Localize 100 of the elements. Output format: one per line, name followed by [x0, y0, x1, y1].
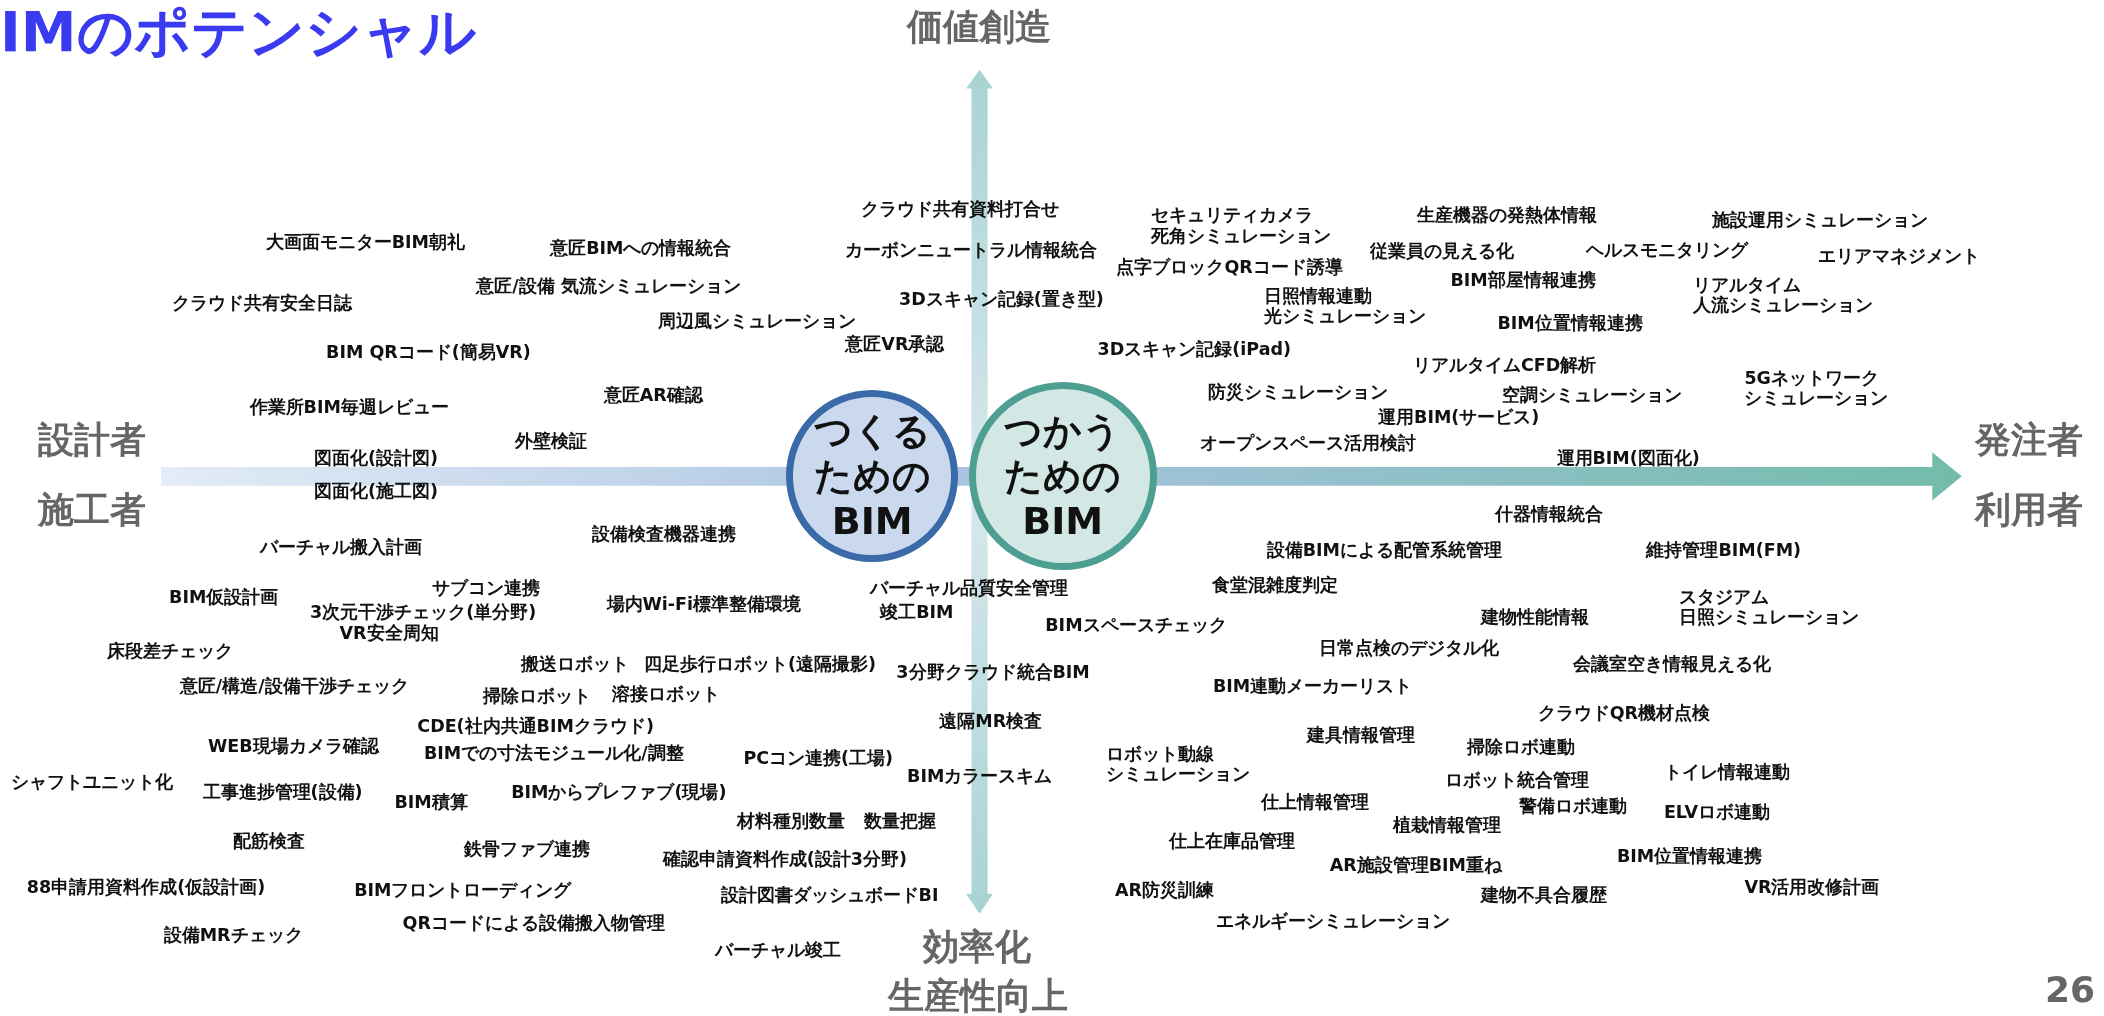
- item-label: BIM連動メーカーリスト: [1213, 675, 1413, 696]
- circle-label: つかうためのBIM: [1004, 409, 1122, 544]
- item-label: 意匠BIMへの情報統合: [550, 238, 732, 259]
- item-label: 場内Wi-Fi標準整備環境: [606, 593, 802, 614]
- item-label: 工事進捗管理(設備): [202, 781, 363, 802]
- item-label: 掃除ロボ連動: [1466, 737, 1575, 758]
- item-label: クラウドQR機材点検: [1537, 702, 1711, 723]
- item-label: オープンスペース活用検討: [1199, 432, 1416, 453]
- item-label: 点字ブロックQRコード誘導: [1116, 256, 1343, 278]
- item-label: VR活用改修計画: [1744, 876, 1880, 897]
- item-label: 食堂混雑度判定: [1211, 574, 1338, 596]
- item-label: 日照情報連動光シミュレーション: [1264, 285, 1426, 327]
- item-label: 数量把握: [864, 811, 937, 832]
- item-label: 仕上在庫品管理: [1168, 831, 1295, 852]
- item-label: 意匠/構造/設備干渉チェック: [179, 675, 409, 696]
- item-label: スタジアム日照シミュレーション: [1678, 586, 1859, 627]
- item-label: 大画面モニターBIM朝礼: [265, 231, 465, 252]
- item-label: リアルタイム人流シミュレーション: [1693, 275, 1874, 316]
- item-label: 5Gネットワークシミュレーション: [1744, 367, 1889, 408]
- item-label: 意匠VR承認: [845, 333, 945, 354]
- axis-label: 発注者: [1975, 419, 2084, 461]
- item-label: 建具情報管理: [1306, 725, 1415, 746]
- item-label: 運用BIM(図面化): [1556, 447, 1700, 468]
- item-label: 設備BIMによる配管系統管理: [1266, 540, 1502, 561]
- item-label: BIMでの寸法モジュール化/調整: [424, 742, 684, 763]
- item-label: 竣工BIM: [880, 601, 954, 622]
- item-label: バーチャル搬入計画: [260, 537, 423, 558]
- item-label: エリアマネジメント: [1818, 246, 1981, 267]
- item-label: PCコン連携(工場): [743, 748, 894, 769]
- item-label: AR施設管理BIM重ね: [1329, 855, 1503, 876]
- item-label: BIM部屋情報連携: [1450, 270, 1596, 291]
- item-label: 確認申請資料作成(設計3分野): [662, 848, 908, 869]
- item-label: 88申請用資料作成(仮設計画): [26, 876, 266, 897]
- item-label: ELVロボ連動: [1663, 801, 1771, 822]
- page-number: 26: [2044, 969, 2096, 1011]
- item-label: 床段差チェック: [107, 640, 234, 661]
- item-label: 施設運用シミュレーション: [1712, 210, 1929, 231]
- item-label: 遠隔MR検査: [939, 710, 1043, 731]
- item-label: BIMスペースチェック: [1045, 615, 1227, 636]
- item-label: WEB現場カメラ確認: [208, 736, 379, 757]
- item-label: 空調シミュレーション: [1501, 384, 1682, 405]
- item-label: 溶接ロボット: [611, 683, 720, 704]
- item-label: 警備ロボ連動: [1518, 796, 1627, 817]
- item-label: カーボンニュートラル情報統合: [845, 239, 1098, 260]
- item-label: BIM積算: [394, 792, 468, 813]
- item-label: QRコードによる設備搬入物管理: [402, 913, 665, 934]
- item-label: 設備MRチェック: [163, 925, 303, 946]
- item-label: 周辺風シミュレーション: [657, 310, 856, 331]
- item-label: バーチャル竣工: [715, 939, 842, 961]
- item-label: ロボット統合管理: [1445, 769, 1590, 790]
- circle-label: つくるためのBIM: [813, 409, 931, 544]
- item-label: 搬送ロボット: [520, 654, 629, 675]
- item-label: 設計図書ダッシュボードBI: [720, 884, 939, 906]
- item-label: 鉄骨ファブ連携: [464, 839, 591, 860]
- item-label: ロボット動線シミュレーション: [1105, 743, 1250, 784]
- item-label: 生産機器の発熱体情報: [1416, 204, 1597, 225]
- item-label: AR防災訓練: [1115, 879, 1215, 900]
- item-label: VR安全周知: [339, 623, 439, 644]
- item-label: クラウド共有安全日誌: [171, 293, 352, 314]
- item-label: トイレ情報連動: [1663, 761, 1790, 782]
- item-label: エネルギーシミュレーション: [1215, 910, 1450, 931]
- item-label: ヘルスモニタリング: [1586, 239, 1749, 260]
- axis-label: 施工者: [37, 489, 146, 531]
- item-label: 植栽情報管理: [1392, 815, 1501, 836]
- item-label: 運用BIM(サービス): [1378, 407, 1540, 428]
- item-label: 配筋検査: [233, 831, 306, 852]
- item-label: 日常点検のデジタル化: [1319, 638, 1499, 659]
- item-label: 建物性能情報: [1481, 607, 1590, 628]
- item-label: BIMからプレファブ(現場): [511, 781, 727, 802]
- item-label: リアルタイムCFD解析: [1412, 354, 1597, 376]
- axis-label: 利用者: [1975, 489, 2084, 531]
- item-label: 材料種別数量: [736, 811, 845, 832]
- item-label: シャフトユニット化: [10, 772, 173, 793]
- item-label: 建物不具合履歴: [1481, 884, 1608, 906]
- item-label: 設備検査機器連携: [591, 524, 736, 545]
- item-label: 外壁検証: [515, 431, 588, 452]
- item-label: 従業員の見える化: [1370, 240, 1514, 261]
- axis-label: 効率化: [923, 926, 1032, 968]
- page-title: IMのポテンシャル: [0, 0, 476, 65]
- item-label: クラウド共有資料打合せ: [861, 199, 1060, 220]
- item-label: 作業所BIM毎週レビュー: [249, 396, 449, 417]
- item-label: 会議室空き情報見える化: [1572, 654, 1771, 675]
- item-label: BIMフロントローディング: [354, 879, 572, 900]
- item-label: セキュリティカメラ死角シミュレーション: [1151, 205, 1332, 246]
- item-label: 什器情報統合: [1494, 503, 1603, 524]
- item-label: 3Dスキャン記録(iPad): [1097, 338, 1291, 359]
- item-label: CDE(社内共通BIMクラウド): [417, 715, 654, 736]
- item-label: 図面化(設計図): [314, 447, 438, 468]
- axis-label: 生産性向上: [888, 974, 1069, 1016]
- item-label: バーチャル品質安全管理: [869, 577, 1068, 598]
- item-label: 掃除ロボット: [483, 686, 592, 707]
- item-label: 3Dスキャン記録(置き型): [899, 289, 1104, 310]
- item-label: 意匠/設備 気流シミュレーション: [476, 275, 741, 296]
- item-label: 仕上情報管理: [1261, 792, 1370, 813]
- item-label: 維持管理BIM(FM): [1646, 540, 1802, 561]
- item-label: BIM位置情報連携: [1616, 846, 1763, 867]
- item-label: 図面化(施工図): [314, 481, 438, 502]
- axis-label: 設計者: [37, 419, 146, 461]
- item-label: サブコン連携: [432, 577, 541, 598]
- item-label: 防災シミュレーション: [1207, 381, 1388, 402]
